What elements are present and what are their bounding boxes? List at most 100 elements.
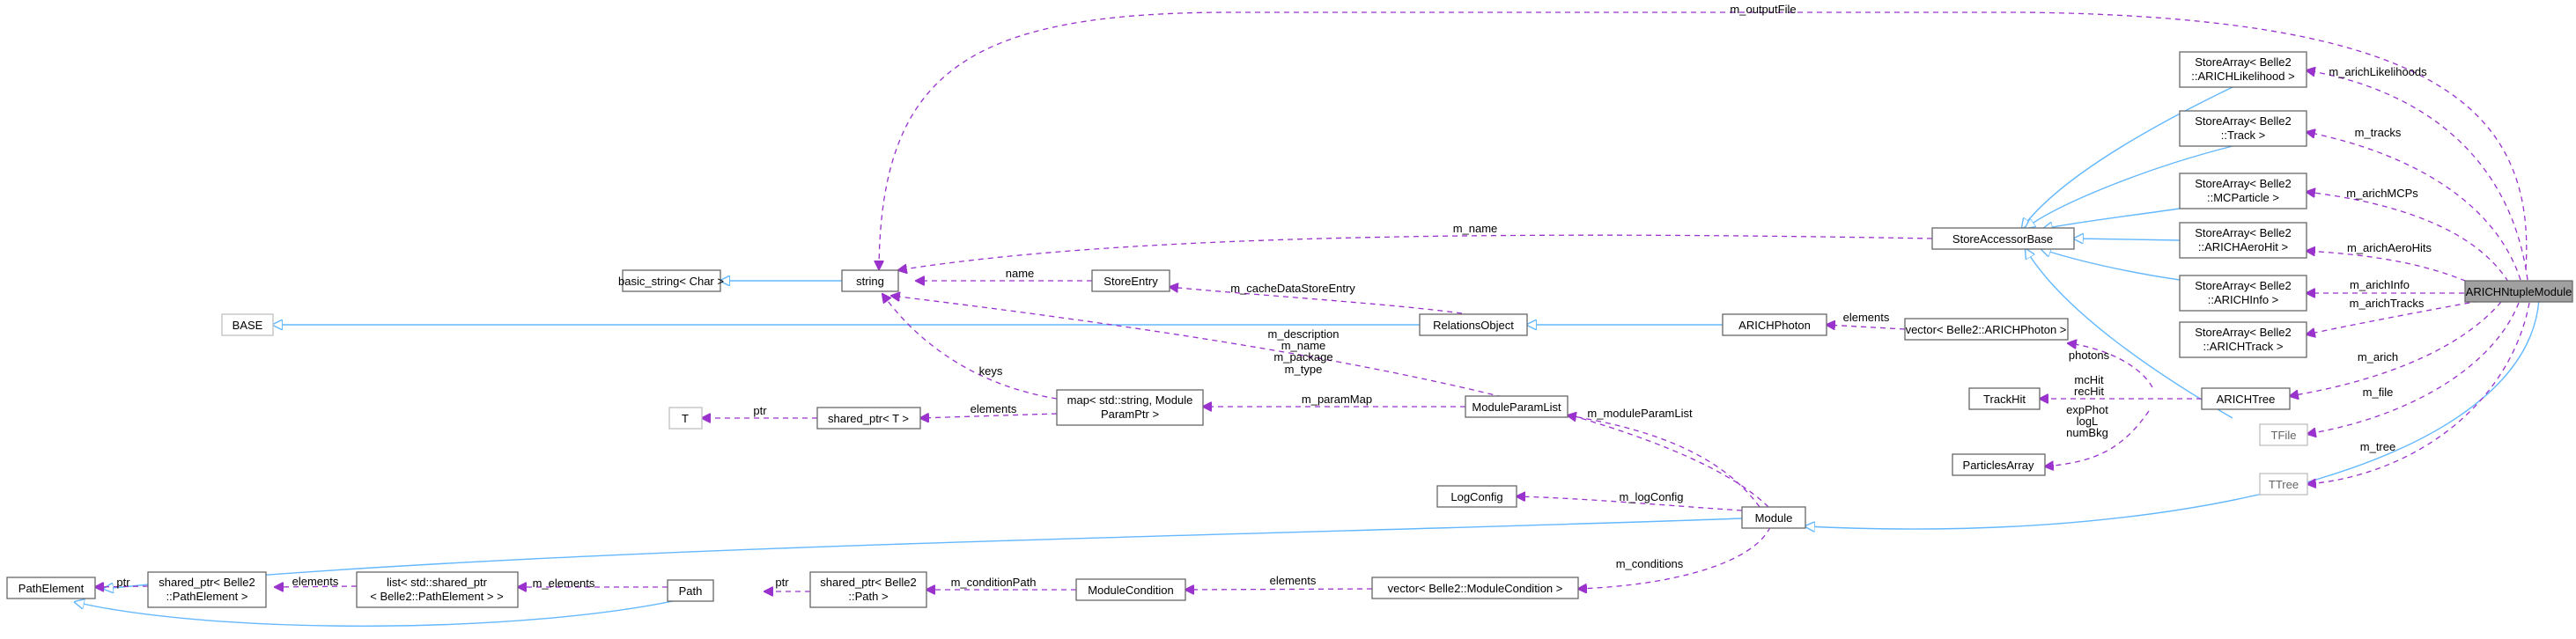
node-shared-ptr-path-label-0: shared_ptr< Belle2 xyxy=(820,576,917,589)
node-module[interactable]: Module xyxy=(1741,506,1806,529)
node-shared-ptr-pathelement-label-1: ::PathElement > xyxy=(166,590,248,603)
edge-particles xyxy=(2045,410,2150,466)
edge-m-conditions xyxy=(1578,526,1771,589)
node-ttree-label: TTree xyxy=(2269,478,2299,491)
node-shared-ptr-path[interactable]: shared_ptr< Belle2 ::Path > xyxy=(809,571,927,608)
edge-elements-photon xyxy=(1827,325,1906,329)
edge-cache-datastore xyxy=(1170,287,1463,314)
edge-m-arichtracks xyxy=(2307,300,2480,334)
node-storearray-arichtrack-label-0: StoreArray< Belle2 xyxy=(2195,326,2291,339)
edge-elements-condition xyxy=(1185,589,1373,590)
node-storearray-aerohit-label-1: ::ARICHAeroHit > xyxy=(2198,240,2288,253)
label-logl: logL xyxy=(2077,415,2099,428)
label-module-member-2: m_package xyxy=(1273,350,1332,364)
edge-focus-module xyxy=(1805,298,2540,529)
node-storearray-info[interactable]: StoreArray< Belle2 ::ARICHInfo > xyxy=(2179,275,2307,312)
node-basic-string-label: basic_string< Char > xyxy=(618,275,724,288)
label-photons: photons xyxy=(2069,349,2110,362)
node-map-moduleparam[interactable]: map< std::string, Module ParamPtr > xyxy=(1056,389,1204,426)
label-m-elements: m_elements xyxy=(533,577,595,590)
label-m-conditions: m_conditions xyxy=(1616,557,1684,570)
node-storearray-track[interactable]: StoreArray< Belle2 ::Track > xyxy=(2179,110,2307,147)
node-trackhit[interactable]: TrackHit xyxy=(1968,387,2041,410)
node-shared-ptr-t-label: shared_ptr< T > xyxy=(828,412,909,425)
node-vector-modulecondition[interactable]: vector< Belle2::ModuleCondition > xyxy=(1371,577,1579,599)
label-m-outputfile: m_outputFile xyxy=(1730,3,1796,16)
edge-m-arich xyxy=(2290,301,2502,396)
node-storearray-mcparticle-label-0: StoreArray< Belle2 xyxy=(2195,177,2291,190)
edge-module-pathelement xyxy=(104,518,1743,589)
edge-sa-track-base xyxy=(2026,145,2233,228)
node-storearray-info-label-0: StoreArray< Belle2 xyxy=(2195,279,2291,292)
node-string-label: string xyxy=(856,275,884,288)
node-tfile[interactable]: TFile xyxy=(2259,423,2308,446)
edge-m-tree xyxy=(2307,302,2530,484)
edge-sa-info-base xyxy=(2041,249,2181,281)
label-ptr-pathelement: ptr xyxy=(116,576,130,589)
label-numbkg: numBkg xyxy=(2066,426,2108,439)
node-ttree[interactable]: TTree xyxy=(2259,473,2308,496)
node-list-shared-ptr-label-1: < Belle2::PathElement > > xyxy=(370,590,503,603)
node-path[interactable]: Path xyxy=(667,579,714,602)
node-particlesarray-label: ParticlesArray xyxy=(1963,459,2034,472)
node-storeaccessorbase-label: StoreAccessorBase xyxy=(1952,232,2053,246)
node-particlesarray[interactable]: ParticlesArray xyxy=(1952,453,2046,476)
label-m-cachedatastoreentry: m_cacheDataStoreEntry xyxy=(1230,282,1355,295)
node-storearray-mcparticle-label-1: ::MCParticle > xyxy=(2207,191,2279,204)
label-m-arich: m_arich xyxy=(2358,350,2398,364)
label-elements-list: elements xyxy=(292,575,339,588)
node-basic-string[interactable]: basic_string< Char > xyxy=(618,269,724,292)
node-base[interactable]: BASE xyxy=(221,313,274,336)
node-storearray-aerohit-label-0: StoreArray< Belle2 xyxy=(2195,226,2291,239)
node-shared-ptr-pathelement[interactable]: shared_ptr< Belle2 ::PathElement > xyxy=(147,571,267,608)
node-storearray-arichtrack[interactable]: StoreArray< Belle2 ::ARICHTrack > xyxy=(2179,321,2307,358)
label-m-name: m_name xyxy=(1453,222,1498,235)
node-t-label: T xyxy=(682,412,689,425)
label-m-tracks: m_tracks xyxy=(2355,126,2402,139)
node-logconfig[interactable]: LogConfig xyxy=(1436,485,1517,508)
node-storearray-arichtrack-label-1: ::ARICHTrack > xyxy=(2203,340,2284,353)
label-elements-condition: elements xyxy=(1270,574,1317,587)
node-map-moduleparam-label-0: map< std::string, Module xyxy=(1067,393,1193,407)
node-shared-ptr-t[interactable]: shared_ptr< T > xyxy=(816,407,921,430)
node-module-label: Module xyxy=(1755,511,1793,525)
node-string[interactable]: string xyxy=(841,269,899,292)
node-vector-arichphoton[interactable]: vector< Belle2::ARICHPhoton > xyxy=(1904,318,2069,341)
label-module-member-0: m_description xyxy=(1268,327,1340,341)
label-module-member-3: m_type xyxy=(1285,363,1323,376)
label-name: name xyxy=(1006,267,1035,280)
label-module-member-1: m_name xyxy=(1281,339,1326,352)
label-mchit: mcHit xyxy=(2074,373,2104,386)
node-pathelement[interactable]: PathElement xyxy=(6,577,96,599)
node-arichntuplemodule[interactable]: ARICHNtupleModule xyxy=(2464,280,2573,303)
edge-m-name-store xyxy=(898,234,1933,270)
node-modulecondition-label: ModuleCondition xyxy=(1088,584,1174,597)
node-relationsobject[interactable]: RelationsObject xyxy=(1419,313,1528,336)
label-keys: keys xyxy=(979,364,1003,378)
node-storearray-mcparticle[interactable]: StoreArray< Belle2 ::MCParticle > xyxy=(2179,173,2307,209)
node-arichtree-label: ARICHTree xyxy=(2217,393,2276,406)
node-storearray-aerohit[interactable]: StoreArray< Belle2 ::ARICHAeroHit > xyxy=(2179,222,2307,259)
node-map-moduleparam-label-1: ParamPtr > xyxy=(1101,408,1159,421)
edge-m-moduleparamlist xyxy=(1568,415,1760,508)
node-arichtree[interactable]: ARICHTree xyxy=(2201,387,2291,410)
node-storeaccessorbase[interactable]: StoreAccessorBase xyxy=(1931,227,2075,250)
node-storearray-likelihood-label-1: ::ARICHLikelihood > xyxy=(2191,70,2294,83)
node-storearray-track-label-0: StoreArray< Belle2 xyxy=(2195,114,2291,128)
label-m-arichinfo: m_arichInfo xyxy=(2350,278,2410,291)
edge-m-file xyxy=(2307,302,2520,434)
edge-m-arichaerohits xyxy=(2307,251,2484,290)
node-list-shared-ptr[interactable]: list< std::shared_ptr < Belle2::PathElem… xyxy=(356,571,519,608)
label-m-tree: m_tree xyxy=(2360,440,2395,453)
node-storearray-likelihood[interactable]: StoreArray< Belle2 ::ARICHLikelihood > xyxy=(2179,51,2307,88)
node-storearray-track-label-1: ::Track > xyxy=(2221,129,2265,142)
node-modulecondition[interactable]: ModuleCondition xyxy=(1075,578,1186,601)
node-storeentry[interactable]: StoreEntry xyxy=(1091,269,1170,292)
node-moduleparamlist[interactable]: ModuleParamList xyxy=(1465,395,1568,418)
node-t[interactable]: T xyxy=(668,407,703,430)
edge-m-arichmcps xyxy=(2307,192,2509,283)
node-arichphoton[interactable]: ARICHPhoton xyxy=(1722,313,1827,336)
edge-m-tracks xyxy=(2307,132,2521,281)
node-base-label: BASE xyxy=(233,319,263,332)
